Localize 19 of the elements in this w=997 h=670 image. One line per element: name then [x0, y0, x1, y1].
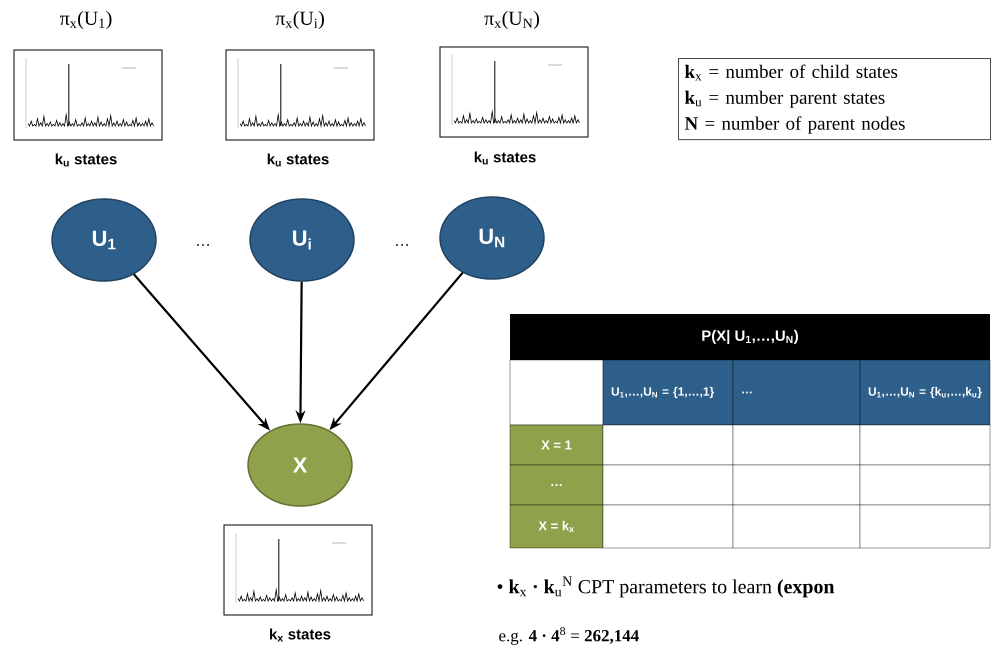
ellipsis: …: [197, 244, 209, 246]
distribution-label: π$_{x}$(U$_{i}$): [276, 10, 324, 30]
definition-box: k$_{x}$ = number of child states k$_{u}$ = number parent states N = number of parent nodes: [678, 58, 991, 140]
column-header: …: [732, 360, 860, 426]
states-label: k$_{u}$ states: [268, 153, 329, 167]
states-label: k$_{u}$ states: [56, 153, 117, 167]
row-header: X = k$_{x}$: [510, 504, 604, 548]
table-header: P(X| U$_{1}$,…,U$_{N}$): [510, 314, 990, 360]
states-label: k$_{u}$ states: [474, 151, 536, 165]
row-header: …: [510, 464, 604, 506]
example-text: e.g. 4 · 4$^{8}$ = 262,144: [499, 627, 639, 645]
row-header: X = 1: [510, 424, 604, 466]
distribution-label: π$_{x}$(U$_{1}$): [60, 10, 112, 30]
bullet-text: • k$_{x}$ · k$_{u}$$^{N}$ CPT parameters to learn (expon: [498, 576, 834, 598]
column-header: U$_{1}$,…,U$_{N}$ = {k$_{u}$,…,k$_{u}$}: [860, 360, 990, 426]
states-label: k$_{x}$ states: [270, 628, 330, 642]
column-header: U$_{1}$,…,U$_{N}$ = {1,…,1}: [602, 360, 734, 426]
distribution-label: π$_{x}$(U$_{N}$): [484, 10, 540, 30]
ellipsis: …: [396, 244, 408, 246]
